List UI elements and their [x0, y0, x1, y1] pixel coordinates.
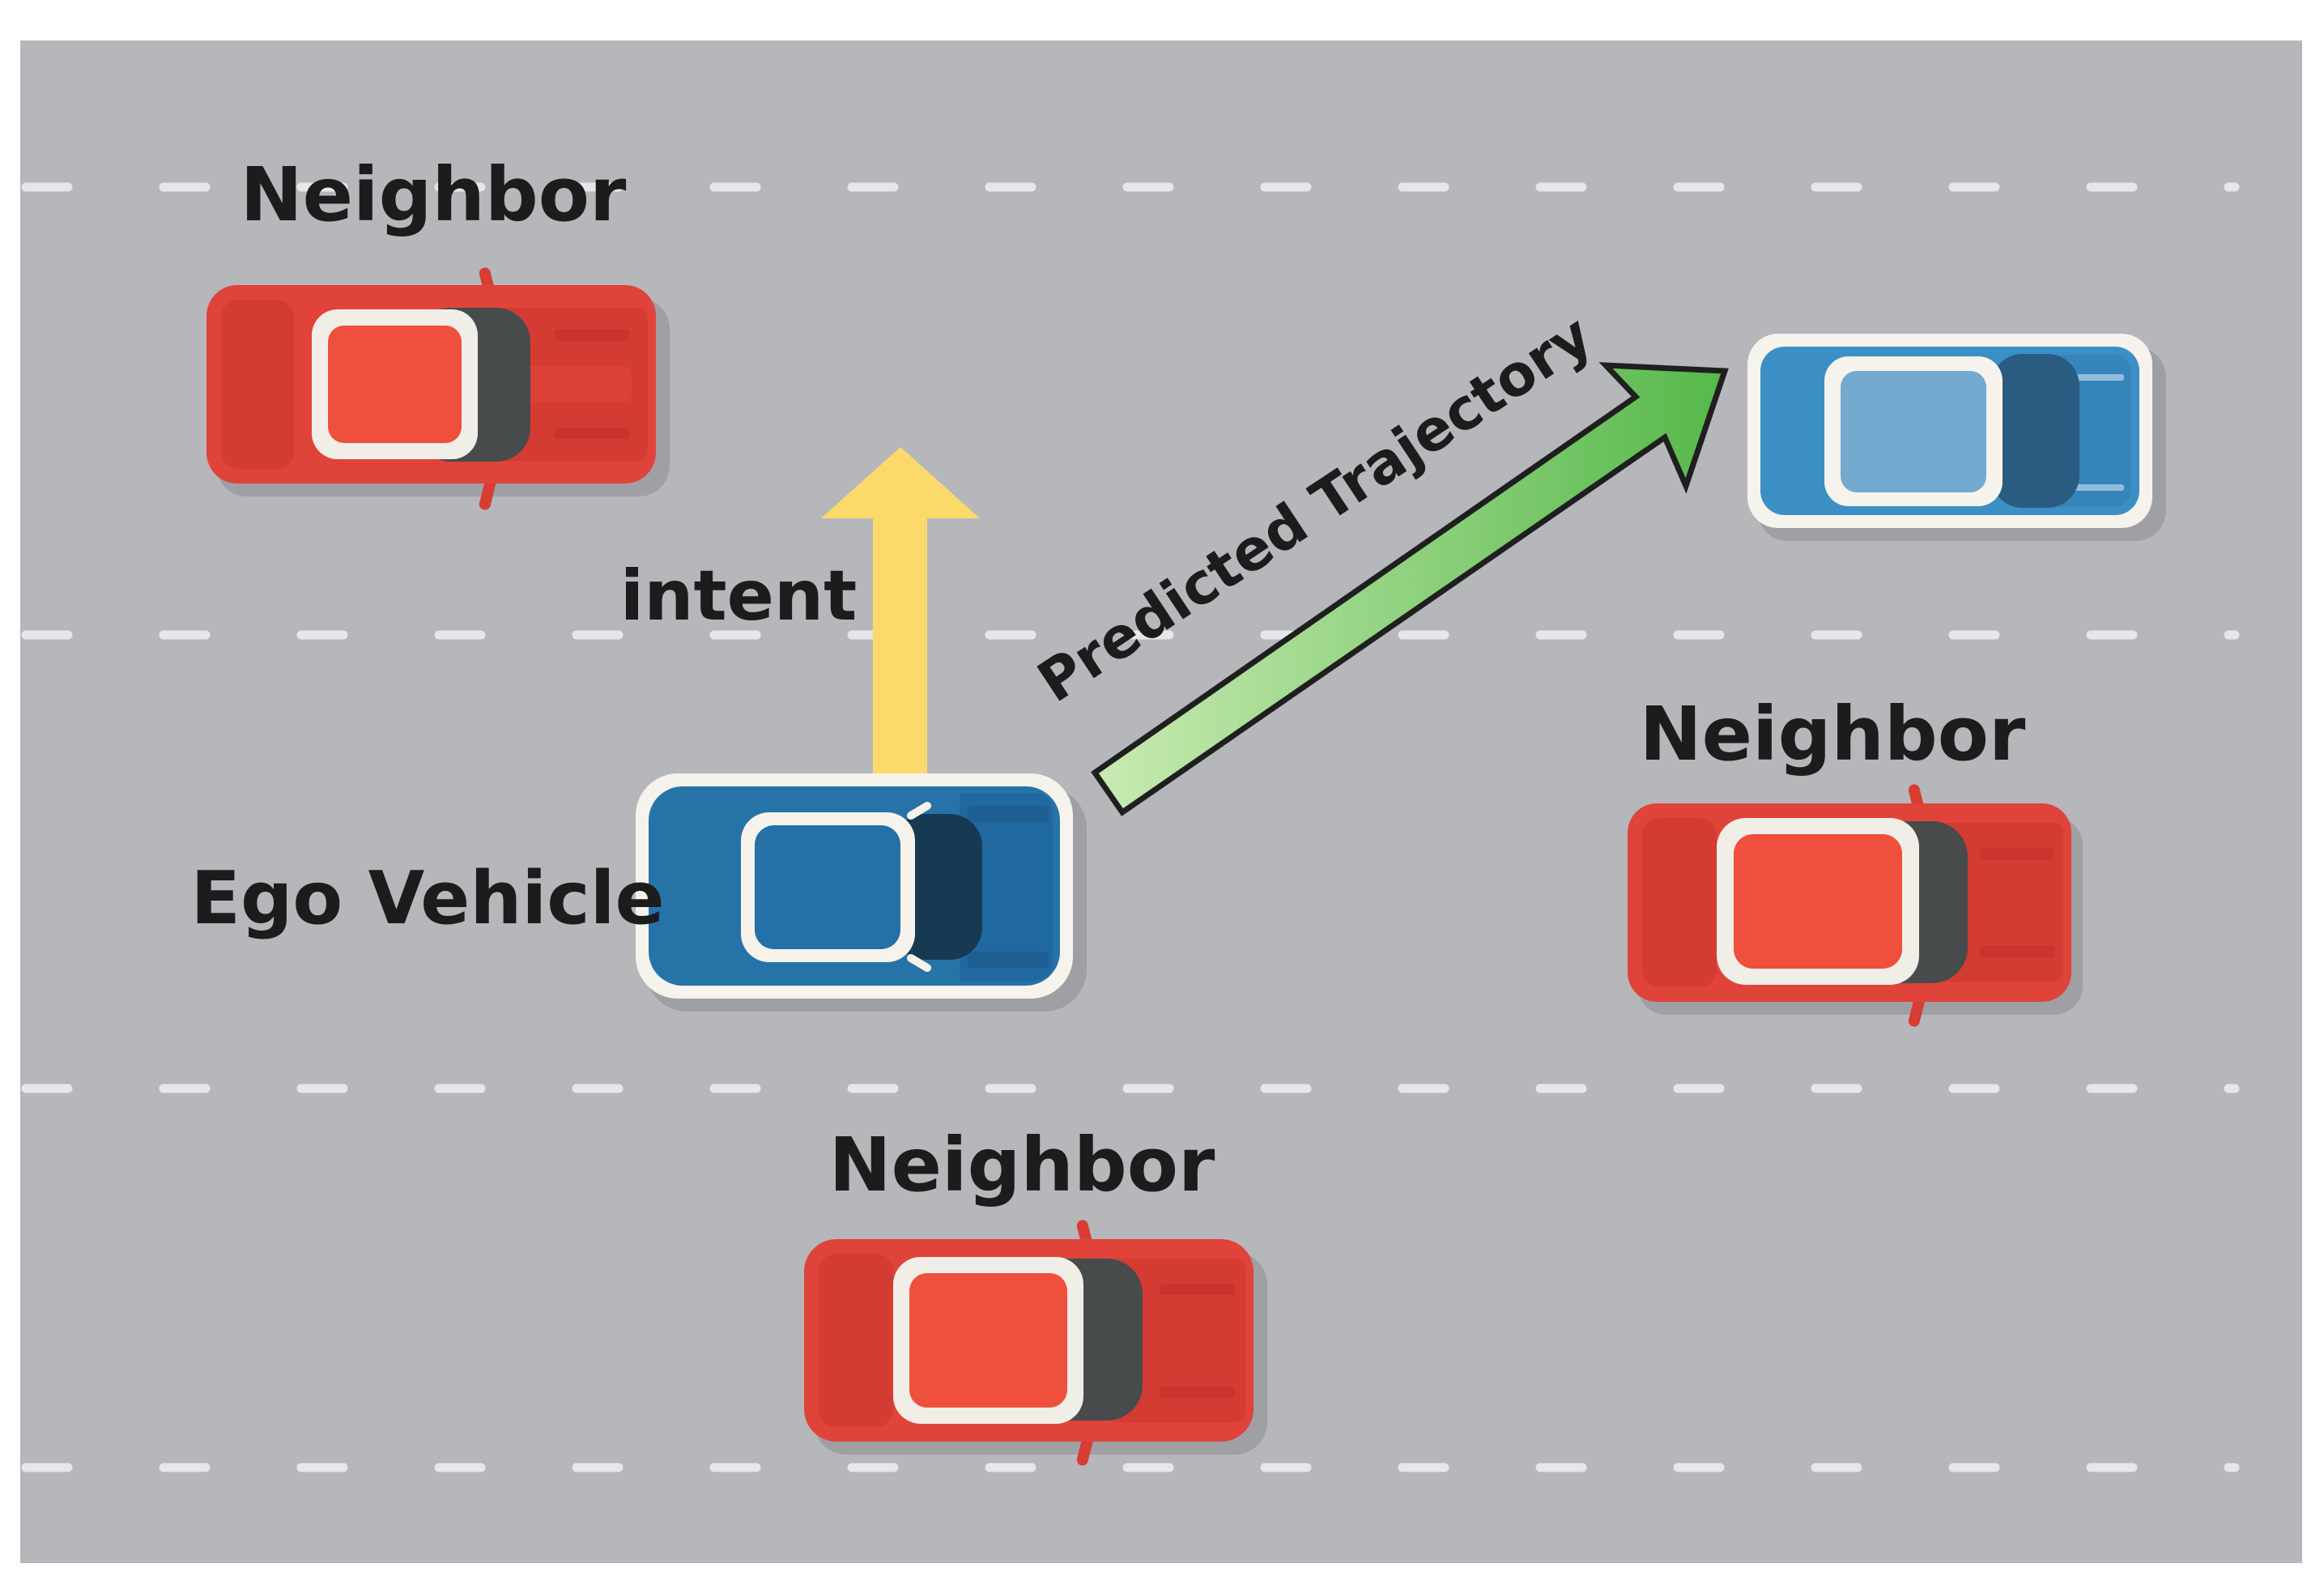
ego-vehicle-car	[636, 773, 1087, 1012]
neighbor-car-right	[1628, 784, 2083, 1027]
intent-label: intent	[620, 556, 857, 637]
predicted-trajectory-arrow	[1091, 362, 1729, 816]
neighbor-car-bottom	[804, 1220, 1267, 1466]
predicted-position-car	[1747, 334, 2166, 541]
neighbor-label-bottom: Neighbor	[829, 1122, 1215, 1208]
intent-arrow	[821, 447, 980, 777]
neighbor-label-top-left: Neighbor	[240, 151, 627, 238]
neighbor-label-right: Neighbor	[1640, 691, 2026, 777]
neighbor-car-top-left	[206, 267, 670, 510]
lane-markings	[21, 182, 2240, 1472]
ego-vehicle-label: Ego Vehicle	[191, 856, 665, 941]
